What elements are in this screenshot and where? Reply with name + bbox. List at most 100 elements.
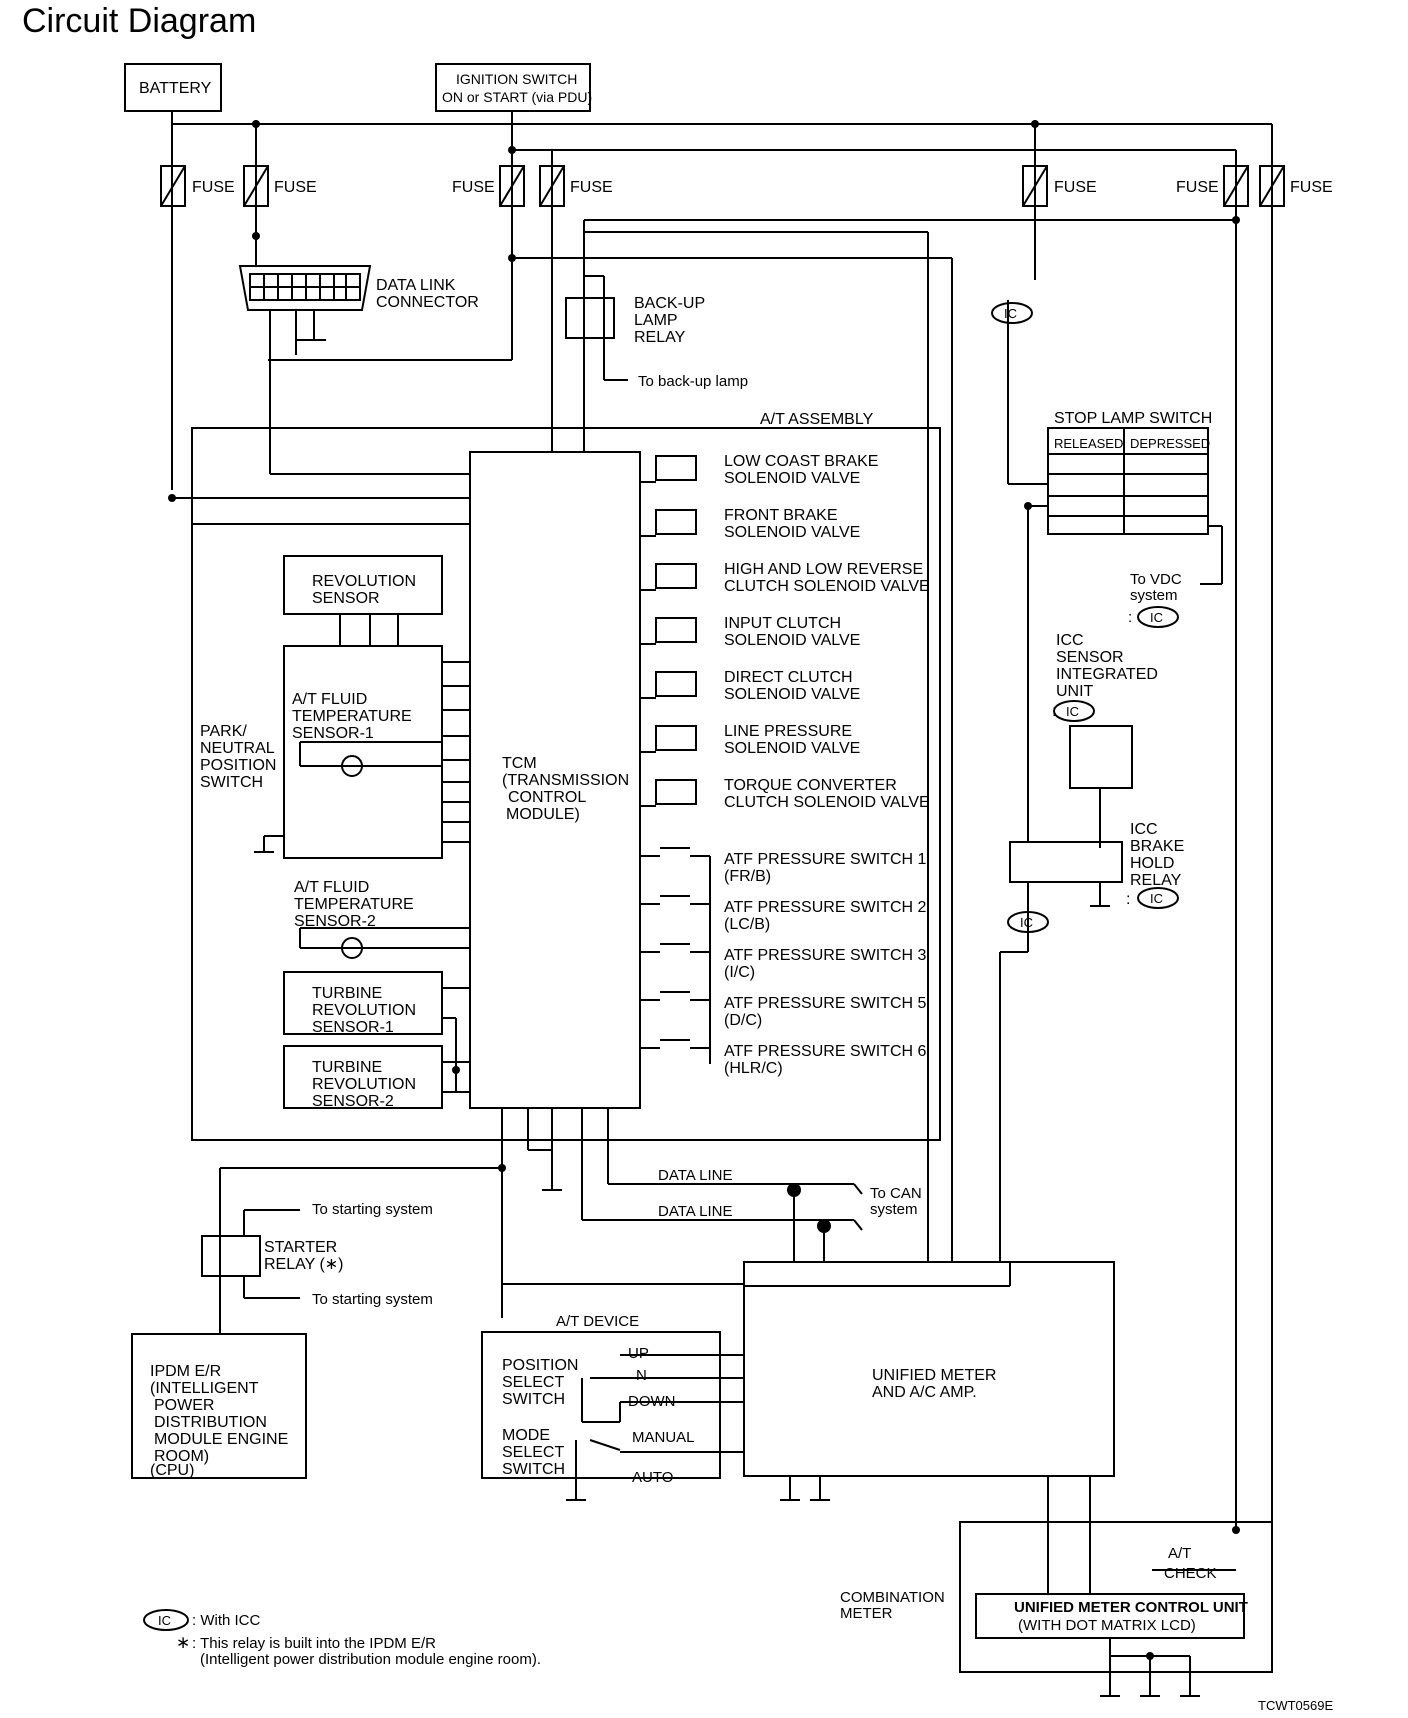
meter-control-unit-label-2: (WITH DOT MATRIX LCD) (1018, 1617, 1196, 1634)
icc-relay-label-4: RELAY (1130, 872, 1182, 889)
at-assembly-box (191, 427, 941, 1141)
unified-meter-box (743, 1261, 1115, 1477)
pressure-switch-label: ATF PRESSURE SWITCH 2 (724, 899, 926, 916)
to-vdc-label-2: system (1130, 587, 1178, 604)
tcm-label-2: (TRANSMISSION (502, 772, 629, 789)
data-line-label: DATA LINE (658, 1203, 732, 1220)
fluid-temp-2-label-2: TEMPERATURE (294, 896, 414, 913)
fluid-temp-1-label-1: A/T FLUID (292, 691, 367, 708)
stop-lamp-title: STOP LAMP SWITCH (1054, 410, 1212, 427)
ic-badge (1137, 887, 1179, 909)
park-neutral-label-4: SWITCH (200, 774, 263, 791)
icc-relay-label-3: HOLD (1130, 855, 1174, 872)
data-line-label: DATA LINE (658, 1167, 732, 1184)
icc-sensor-label-3: INTEGRATED (1056, 666, 1158, 683)
park-neutral-label-1: PARK/ (200, 723, 247, 740)
turbine-1-label-3: SENSOR-1 (312, 1019, 394, 1036)
pressure-switch-label: (LC/B) (724, 916, 770, 933)
at-assembly-label: A/T ASSEMBLY (760, 411, 874, 428)
to-starting-label: To starting system (312, 1201, 433, 1218)
ignition-label-2: ON or START (via PDU) (442, 89, 592, 105)
switch-auto-label: AUTO (632, 1469, 673, 1486)
backup-lamp-relay-symbol (565, 297, 615, 339)
solenoid-label: SOLENOID VALVE (724, 524, 860, 541)
solenoid-label: LOW COAST BRAKE (724, 453, 878, 470)
ipdm-label: POWER (154, 1397, 214, 1414)
ipdm-label: MODULE ENGINE (154, 1431, 288, 1448)
unified-meter-label-1: UNIFIED METER (872, 1367, 996, 1384)
meter-control-unit-label-1: UNIFIED METER CONTROL UNIT (1014, 1599, 1248, 1616)
fuse-7 (1259, 165, 1285, 207)
to-vdc-label-3: : (1128, 609, 1132, 626)
pressure-switch-label: (HLR/C) (724, 1060, 783, 1077)
ic-badge-text: IC (1020, 915, 1033, 930)
ic-badge-text: IC (1150, 610, 1163, 625)
starter-relay-symbol (201, 1235, 261, 1277)
switch-up-label: UP (628, 1345, 649, 1362)
ic-badge-text: IC (158, 1613, 171, 1628)
turbine-sensor-2-box (283, 1045, 443, 1109)
fuse-label: FUSE (570, 179, 613, 196)
backup-relay-label-2: LAMP (634, 312, 678, 329)
mode-select-label-2: SELECT (502, 1444, 564, 1461)
stop-lamp-switch-box (1047, 427, 1209, 535)
park-neutral-label-2: NEUTRAL (200, 740, 275, 757)
fuse-6 (1223, 165, 1249, 207)
icc-sensor-box (1069, 725, 1133, 789)
switch-manual-label: MANUAL (632, 1429, 695, 1446)
solenoid-label: SOLENOID VALVE (724, 632, 860, 649)
unified-meter-label-2: AND A/C AMP. (872, 1384, 977, 1401)
position-select-label-3: SWITCH (502, 1391, 565, 1408)
pressure-switch-label: ATF PRESSURE SWITCH 1 (724, 851, 926, 868)
ic-badge (991, 302, 1033, 324)
ic-badge-text: IC (1004, 306, 1017, 321)
revolution-sensor-label-2: SENSOR (312, 590, 380, 607)
pressure-switch-label: ATF PRESSURE SWITCH 3 (724, 947, 926, 964)
tcm-label-4: MODULE) (506, 806, 580, 823)
pressure-switch-label: ATF PRESSURE SWITCH 6 (724, 1043, 926, 1060)
starter-relay-label-2: RELAY (∗) (264, 1256, 344, 1273)
data-link-label-2: CONNECTOR (376, 294, 479, 311)
starter-relay-label-1: STARTER (264, 1239, 337, 1256)
fuse-label: FUSE (274, 179, 317, 196)
fluid-temp-1-label-2: TEMPERATURE (292, 708, 412, 725)
pressure-switch-label: (D/C) (724, 1012, 762, 1029)
backup-relay-label-1: BACK-UP (634, 295, 705, 312)
solenoid-label: LINE PRESSURE (724, 723, 852, 740)
mode-select-label-1: MODE (502, 1427, 550, 1444)
ipdm-label: (INTELLIGENT (150, 1380, 259, 1397)
solenoid-label: SOLENOID VALVE (724, 686, 860, 703)
revolution-sensor-label-1: REVOLUTION (312, 573, 416, 590)
combination-meter-label-1: COMBINATION (840, 1589, 945, 1606)
turbine-1-label-2: REVOLUTION (312, 1002, 416, 1019)
icc-relay-label-5: : (1126, 891, 1130, 908)
turbine-1-label-1: TURBINE (312, 985, 382, 1002)
solenoid-label: SOLENOID VALVE (724, 740, 860, 757)
ipdm-label: DISTRIBUTION (154, 1414, 267, 1431)
icc-sensor-label-5: : (1052, 703, 1056, 720)
icc-sensor-label-1: ICC (1056, 632, 1084, 649)
pressure-switch-label: (FR/B) (724, 868, 771, 885)
ic-badge (1137, 606, 1179, 628)
fluid-temp-2-label-1: A/T FLUID (294, 879, 369, 896)
turbine-2-label-3: SENSOR-2 (312, 1093, 394, 1110)
icc-sensor-label-4: UNIT (1056, 683, 1094, 700)
backup-relay-label-3: RELAY (634, 329, 686, 346)
icc-relay-label-2: BRAKE (1130, 838, 1184, 855)
fluid-temp-sensor-1-box (283, 645, 443, 859)
at-device-label: A/T DEVICE (556, 1313, 639, 1330)
ipdm-label: ROOM) (154, 1448, 209, 1465)
fuse-3 (499, 165, 525, 207)
ic-badge-text: IC (1066, 704, 1079, 719)
fuse-2 (243, 165, 269, 207)
legend-star-text-1: : This relay is built into the IPDM E/R (192, 1635, 436, 1652)
fuse-4 (539, 165, 565, 207)
data-link-label-1: DATA LINK (376, 277, 456, 294)
fuse-label: FUSE (1176, 179, 1219, 196)
at-check-label-1: A/T (1168, 1545, 1191, 1562)
combination-meter-box (959, 1521, 1273, 1673)
to-vdc-label-1: To VDC (1130, 571, 1182, 588)
fuse-1 (160, 165, 186, 207)
to-can-label-2: system (870, 1201, 918, 1218)
